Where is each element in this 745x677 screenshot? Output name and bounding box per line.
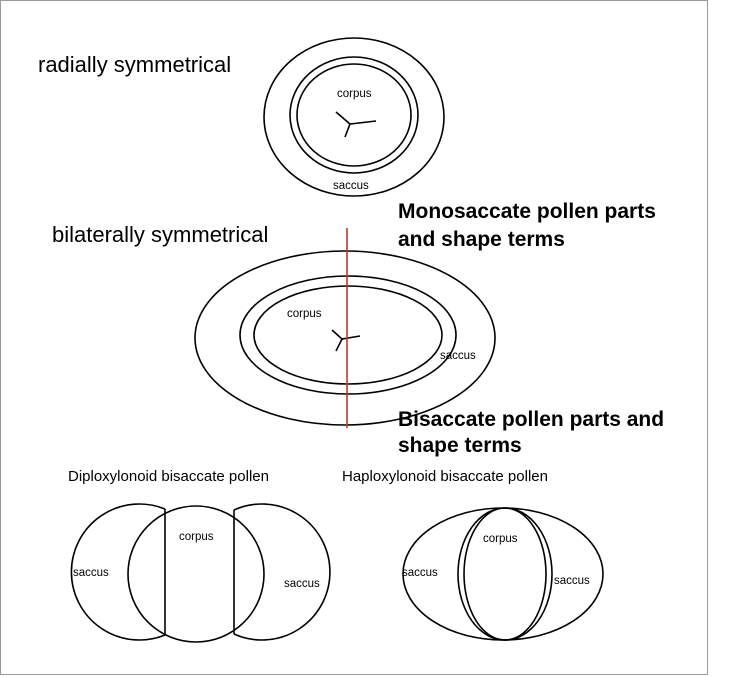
- radial-monosaccate-pollen: [263, 37, 445, 197]
- diploxylonoid-left-saccus-outline: [70, 503, 166, 641]
- radial-trilete-mark: [335, 111, 377, 138]
- bisaccate-title-line2: shape terms: [398, 434, 522, 457]
- radial-saccus-outline: [263, 37, 445, 197]
- bilateral-corpus-inner-outline: [253, 285, 443, 385]
- monosaccate-title-line2: and shape terms: [398, 228, 565, 251]
- diploxylonoid-pollen: [70, 503, 331, 643]
- haploxylonoid-corpus-label: corpus: [483, 533, 518, 545]
- bilateral-monosaccate-pollen: [194, 228, 496, 428]
- radial-corpus-label: corpus: [337, 88, 372, 100]
- diploxylonoid-left-saccus-label: saccus: [73, 567, 109, 579]
- diploxylonoid-right-saccus-outline: [233, 503, 331, 641]
- haploxylonoid-pollen: [402, 507, 604, 641]
- radial-corpus-inner-outline: [296, 63, 412, 167]
- haploxylonoid-label: Haploxylonoid bisaccate pollen: [342, 468, 548, 485]
- monosaccate-title-line1: Monosaccate pollen parts: [398, 200, 656, 223]
- haploxylonoid-corpus-outline: [463, 507, 547, 641]
- bilateral-trilete-mark: [331, 329, 361, 352]
- radial-symmetry-label: radially symmetrical: [38, 52, 231, 77]
- diploxylonoid-label: Diploxylonoid bisaccate pollen: [68, 468, 269, 485]
- bilateral-saccus-label: saccus: [440, 350, 476, 362]
- bilateral-symmetry-label: bilaterally symmetrical: [52, 222, 268, 247]
- haploxylonoid-left-saccus-label: saccus: [402, 567, 438, 579]
- diploxylonoid-corpus-outline: [127, 505, 265, 643]
- diploxylonoid-corpus-label: corpus: [179, 531, 214, 543]
- diploxylonoid-right-saccus-label: saccus: [284, 578, 320, 590]
- haploxylonoid-right-saccus-label: saccus: [554, 575, 590, 587]
- bilateral-saccus-outline: [194, 250, 496, 426]
- bilateral-corpus-label: corpus: [287, 308, 322, 320]
- haploxylonoid-corpus-outer-outline: [457, 507, 553, 641]
- radial-saccus-label: saccus: [333, 180, 369, 192]
- radial-corpus-outer-outline: [289, 56, 419, 174]
- bilateral-corpus-outer-outline: [239, 275, 457, 395]
- bisaccate-title-line1: Bisaccate pollen parts and: [398, 408, 664, 431]
